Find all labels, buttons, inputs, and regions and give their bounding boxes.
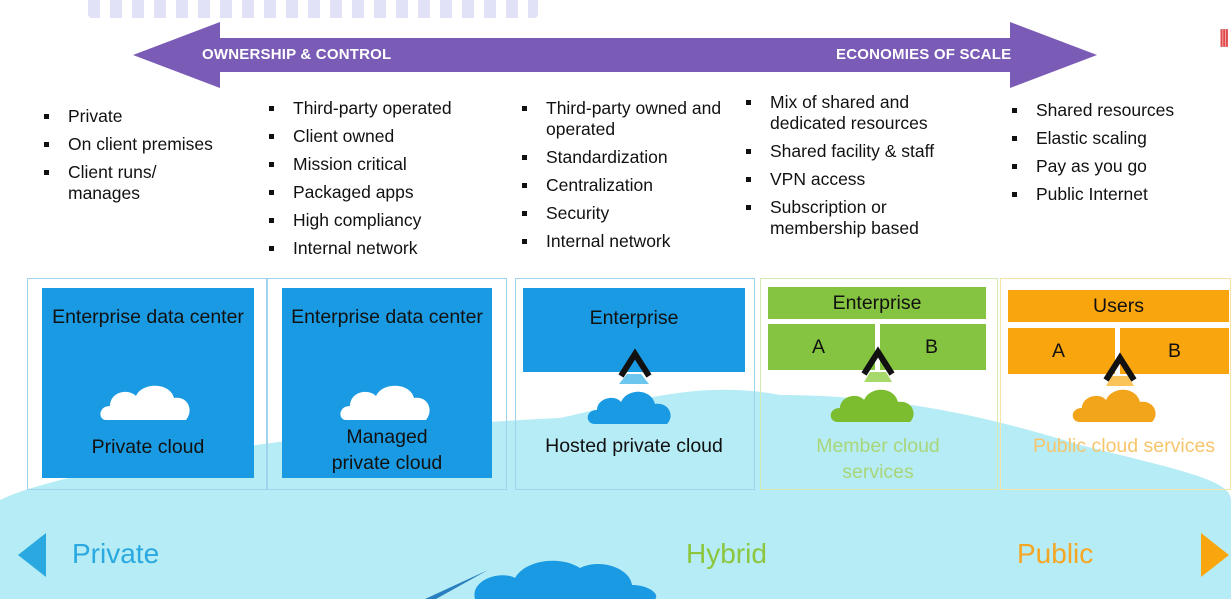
scale-arrow-shape [133, 22, 1097, 88]
hosted-connector-stem [619, 374, 649, 384]
bullet-item: Client runs/ manages [42, 162, 208, 204]
scale-arrow [133, 22, 1097, 88]
managed-cloud-frame [267, 278, 507, 490]
public-users-bar: Users [1008, 290, 1229, 322]
band-public-label: Public [1017, 538, 1094, 569]
public-b-box: B [1120, 328, 1229, 374]
white-cloud-icon [100, 385, 190, 420]
member-connector [830, 346, 914, 422]
band-right-arrow [1201, 533, 1229, 577]
card-caption: Private cloud [91, 436, 205, 458]
header-title-fragment [88, 0, 538, 18]
bullet-item: Elastic scaling [1010, 128, 1225, 149]
hosted-cloud-frame [515, 278, 755, 490]
bullet-item: Third-party operated [267, 98, 497, 119]
arrow-left-label: OWNERSHIP & CONTROL [202, 46, 392, 63]
bullet-item: On client premises [42, 134, 257, 155]
member-a-box: A [768, 324, 875, 370]
bullet-item: Public Internet [1010, 184, 1225, 205]
member-connector-stem [864, 372, 892, 382]
hosted-title: Enterprise [589, 307, 679, 329]
band-hybrid-label: Hybrid [686, 538, 767, 569]
column-1-bullets: Private On client premises Client runs/ … [42, 106, 257, 211]
column-2-bullets: Third-party operated Client owned Missio… [267, 98, 497, 266]
arrow-right-label: ECONOMIES OF SCALE [836, 46, 1012, 63]
member-caption: Member cloud services [816, 435, 940, 483]
card-title: Enterprise data center [52, 306, 244, 328]
managed-cloud-card: Enterprise data center Managed private c… [282, 288, 492, 478]
member-b-box: B [880, 324, 986, 370]
green-cloud-icon [830, 389, 914, 422]
caret-icon [1103, 352, 1137, 382]
bullet-item: Third-party owned and operated [520, 98, 725, 140]
corner-logo-icon: ⦀ [1219, 26, 1229, 51]
public-connector [1072, 352, 1156, 422]
private-cloud-frame [27, 278, 267, 490]
card-caption: Managed private cloud [331, 426, 443, 474]
bullet-item: Mix of shared and dedicated resources [744, 92, 974, 134]
card-title: Enterprise data center [291, 306, 483, 328]
bullet-item: Pay as you go [1010, 156, 1225, 177]
bullet-item: Centralization [520, 175, 725, 196]
hosted-caption: Hosted private cloud [545, 435, 723, 457]
white-cloud-icon [340, 385, 430, 420]
member-cloud-frame [760, 278, 998, 490]
bullet-item: Subscription or membership based [744, 197, 974, 239]
bullet-item: Internal network [520, 231, 725, 252]
orange-cloud-icon [1072, 389, 1156, 422]
bullet-item: Internal network [267, 238, 497, 259]
bullet-item: Mission critical [267, 154, 497, 175]
bottom-pointer [425, 570, 488, 599]
bullet-item: Shared facility & staff [744, 141, 974, 162]
bullet-item: Security [520, 203, 725, 224]
bullet-item: Client owned [267, 126, 497, 147]
bottom-cloud-icon [474, 560, 657, 599]
column-3-bullets: Third-party owned and operated Standardi… [520, 98, 725, 259]
bullet-item: High compliancy [267, 210, 497, 231]
bullet-item: Shared resources [1010, 100, 1225, 121]
bullet-item: Private [42, 106, 257, 127]
hosted-connector [587, 348, 671, 424]
bullet-item: Standardization [520, 147, 725, 168]
caret-icon [861, 346, 895, 376]
bullet-item: Packaged apps [267, 182, 497, 203]
public-connector-stem [1106, 376, 1134, 386]
column-5-bullets: Shared resources Elastic scaling Pay as … [1010, 100, 1225, 212]
public-caption: Public cloud services [1032, 435, 1216, 457]
private-cloud-card: Enterprise data center Private cloud [42, 288, 254, 478]
column-4-bullets: Mix of shared and dedicated resources Sh… [744, 92, 974, 246]
band-left-arrow [18, 533, 46, 577]
blue-cloud-icon [587, 391, 671, 424]
band-private-label: Private [72, 538, 160, 569]
member-enterprise-bar: Enterprise [768, 287, 986, 319]
caret-icon [618, 348, 652, 378]
bullet-item: VPN access [744, 169, 974, 190]
public-a-box: A [1008, 328, 1115, 374]
